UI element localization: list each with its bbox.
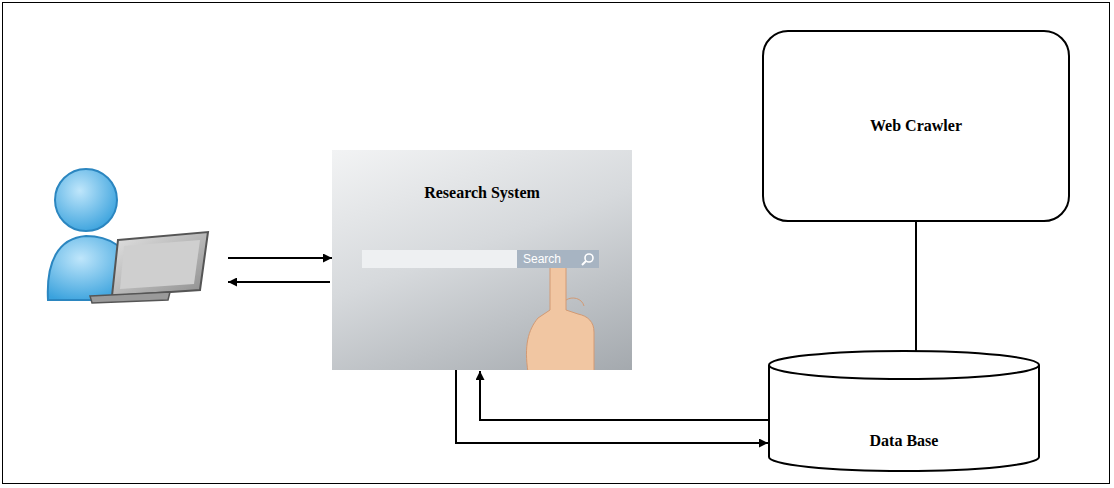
database-cylinder: Data Base (768, 350, 1040, 472)
magnifier-icon (581, 252, 595, 266)
data-arrow (456, 370, 768, 443)
data-arrow (915, 222, 917, 360)
crawler-box: Web Crawler (762, 30, 1070, 222)
node-title: Data Base (870, 432, 939, 450)
system-box: Research SystemSearch (332, 150, 632, 370)
response-arrow (228, 281, 330, 283)
node-title: Research System (342, 184, 622, 202)
request-arrow (228, 257, 332, 259)
data-arrow (480, 371, 768, 420)
search-button: Search (517, 250, 599, 268)
node-title: Web Crawler (870, 117, 962, 135)
cylinder-outline (768, 350, 1040, 472)
user-icon (48, 169, 208, 303)
